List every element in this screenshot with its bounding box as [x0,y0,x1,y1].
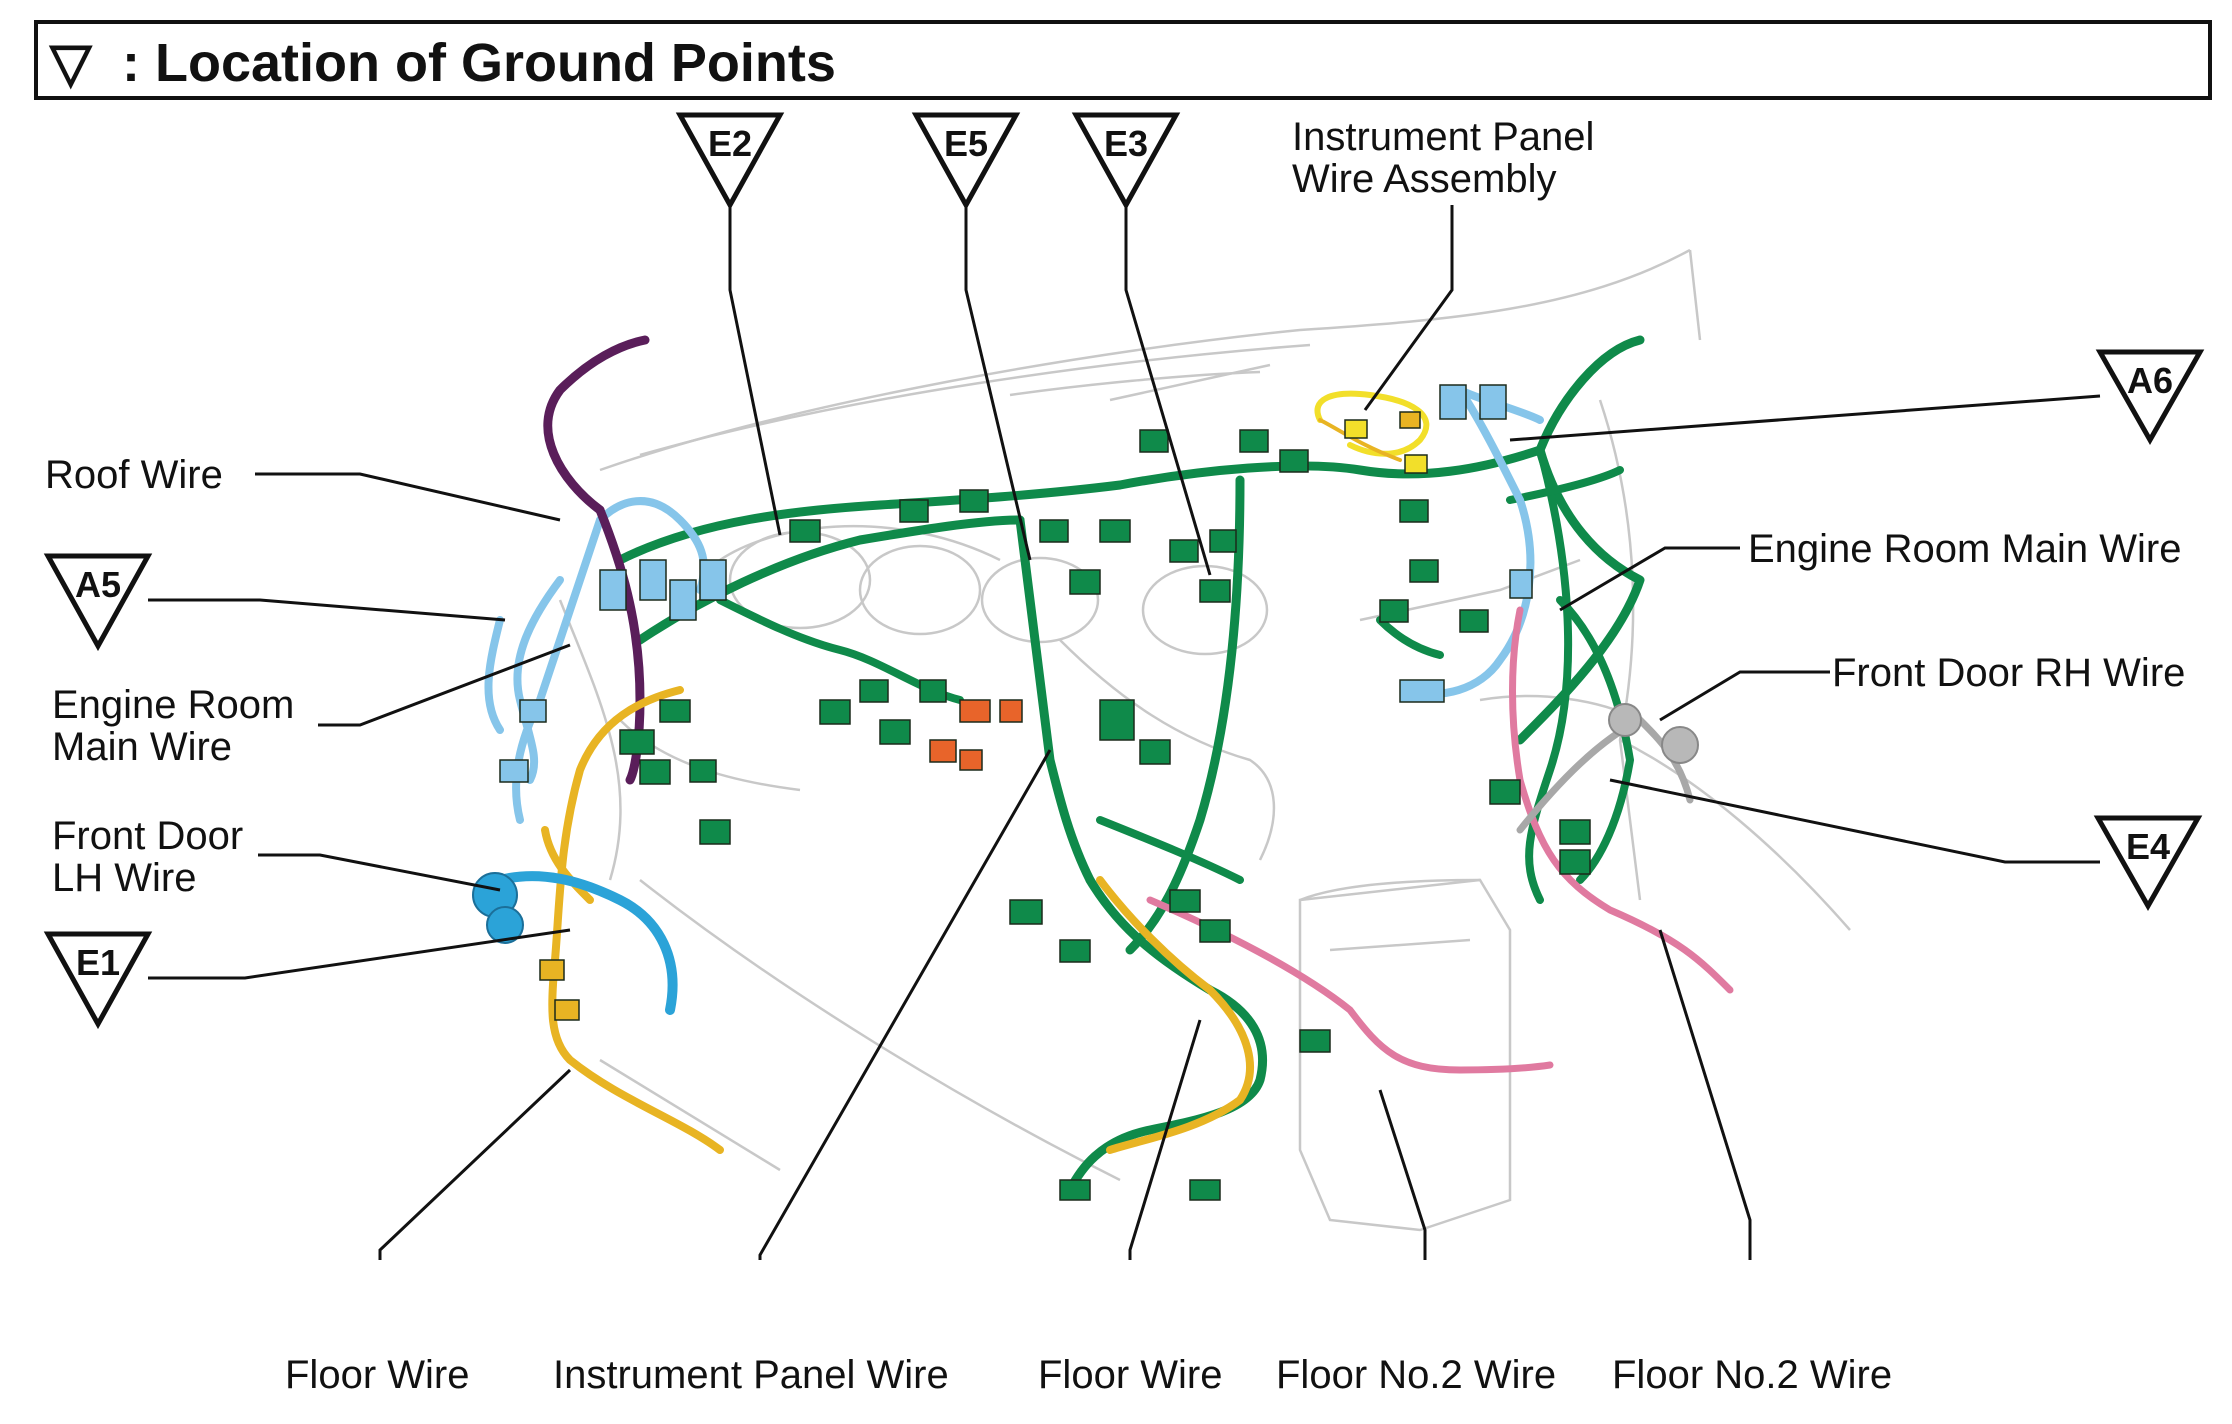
title-bar: ▽ : Location of Ground Points [34,20,2212,100]
ground-point-e2[interactable]: E2 [675,112,785,211]
label-engine-room-main-wire-right: Engine Room Main Wire [1748,527,2182,571]
ground-symbol: ▽ [48,33,93,93]
label-front-door-rh-wire: Front Door RH Wire [1832,651,2185,695]
ground-point-label: E2 [708,123,752,164]
ground-point-label: A6 [2127,360,2173,401]
label-roof-wire: Roof Wire [45,453,223,497]
ground-point-e1[interactable]: E1 [43,931,153,1030]
floor-no2-wire-center [1146,896,1554,1074]
connector-blocks [619,429,1591,1201]
front-door-lh-wire [495,871,678,1015]
label-engine-room-main-wire-left-line1: Engine Room [52,683,294,727]
ground-point-e5[interactable]: E5 [911,112,1021,211]
label-floor-wire-center: Floor Wire [1038,1353,1222,1397]
ground-point-label: E3 [1104,123,1148,164]
ground-point-a6[interactable]: A6 [2095,349,2205,446]
ground-point-label: E4 [2126,826,2170,867]
label-front-door-lh-wire-line1: Front Door [52,814,243,858]
floor-wire-center [1096,876,1254,1154]
wire-labels: Instrument Panel Wire Assembly Roof Wire… [45,115,2185,1397]
ground-point-e4[interactable]: E4 [2093,815,2203,912]
ground-point-a5[interactable]: A5 [43,553,153,652]
instrument-panel-harness [615,445,1545,565]
vehicle-body-outline [558,248,1851,1232]
ground-point-label: E1 [76,942,120,983]
label-front-door-lh-wire-line2: LH Wire [52,856,196,900]
floor-no2-wire-right [1509,606,1734,994]
page-title: : Location of Ground Points [122,33,836,93]
engine-room-connectors [499,384,1533,783]
roof-wire [543,335,650,515]
ground-point-e3[interactable]: E3 [1071,112,1181,211]
label-instrument-panel-wire: Instrument Panel Wire [553,1353,949,1397]
harness-group [472,335,1734,1201]
yellow-connectors [539,411,1428,1021]
label-engine-room-main-wire-left-line2: Main Wire [52,725,232,769]
label-floor-wire-left: Floor Wire [285,1353,469,1397]
ground-point-label: A5 [75,564,121,605]
ground-point-markers: E2 E5 E3 A6 A5 E1 E4 [43,112,2205,1030]
leader-lines [148,205,2101,1260]
label-instrument-panel-wire-assembly-line2: Wire Assembly [1292,157,1557,201]
ground-point-label: E5 [944,123,988,164]
label-instrument-panel-wire-assembly-line1: Instrument Panel [1292,115,1594,159]
orange-connectors [929,699,1023,771]
label-floor-no2-wire-right: Floor No.2 Wire [1612,1353,1892,1397]
label-floor-no2-wire-center: Floor No.2 Wire [1276,1353,1556,1397]
